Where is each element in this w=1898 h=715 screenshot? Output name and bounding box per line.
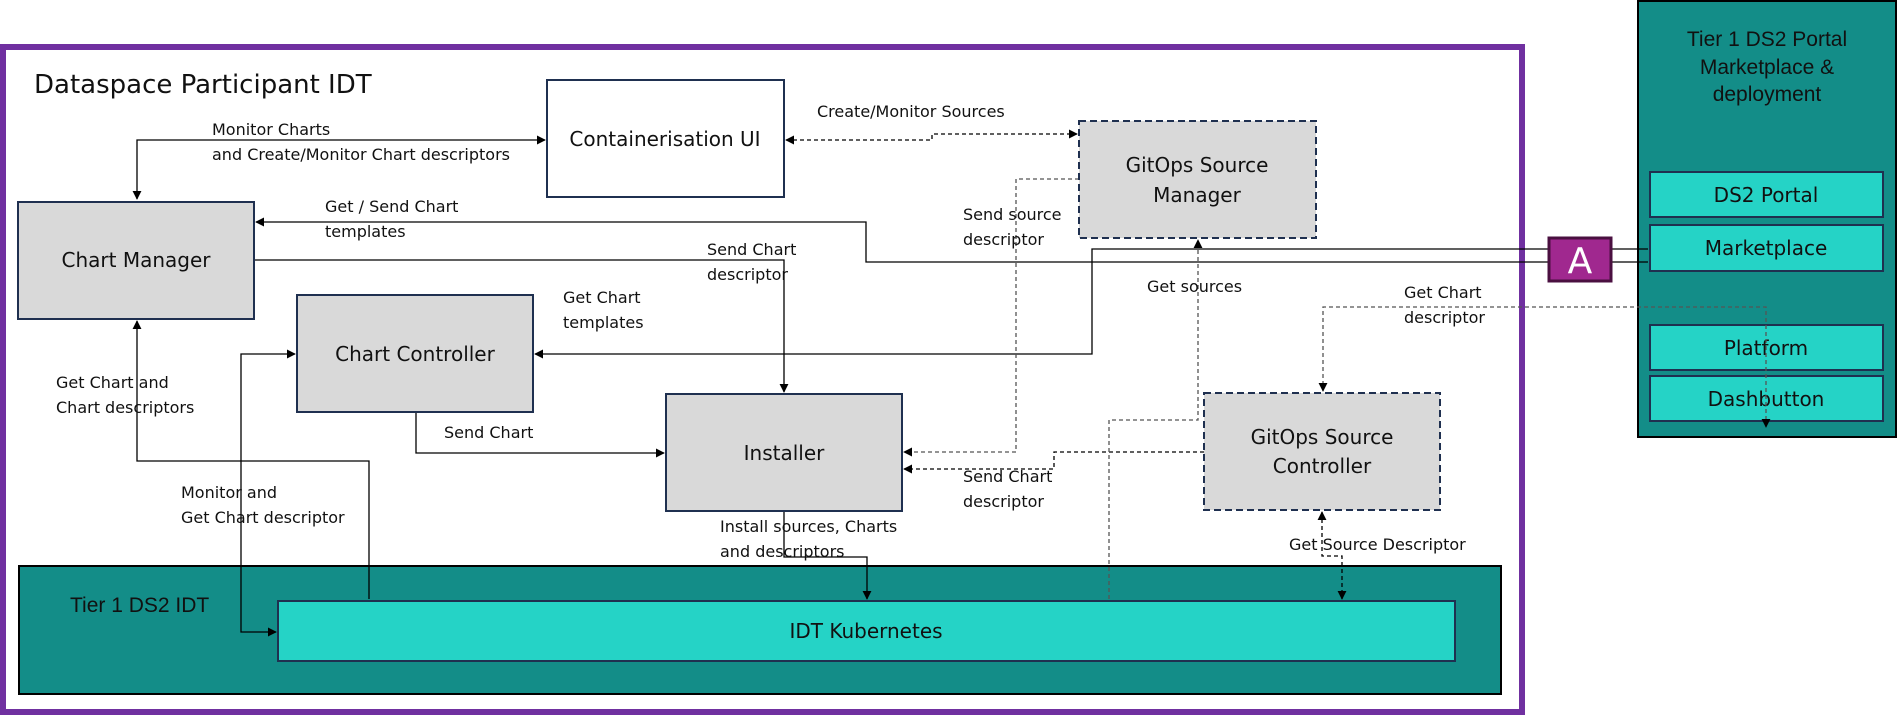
a-marker xyxy=(1547,236,1613,283)
label-get-chart-templates-2: templates xyxy=(563,313,644,332)
portal-title-line3: deployment xyxy=(1713,83,1822,106)
edge-send-chart-descriptor xyxy=(254,259,789,393)
edge-monitor-charts xyxy=(132,135,546,200)
label-get-chart-and-descriptors-2: Chart descriptors xyxy=(56,398,194,417)
label-monitor-get-1: Monitor and xyxy=(181,483,277,502)
gitops-source-manager-label-2: Manager xyxy=(1153,183,1241,207)
gitops-source-controller[interactable] xyxy=(1203,392,1441,511)
a-marker-label: A xyxy=(1568,241,1593,282)
edge-install-sources xyxy=(783,511,872,600)
portal-item-ds2-portal[interactable] xyxy=(1649,171,1884,218)
chart-manager[interactable] xyxy=(17,201,255,320)
containerisation-ui-label: Containerisation UI xyxy=(569,127,760,151)
label-send-chart-descriptor-2: descriptor xyxy=(707,265,788,284)
idt-kubernetes-label: IDT Kubernetes xyxy=(789,619,942,643)
edge-get-send-chart-templates xyxy=(255,217,1648,263)
label-send-source-descriptor-1: Send source xyxy=(963,205,1062,224)
label-get-chart-descriptor-1: Get Chart xyxy=(1404,283,1482,302)
edge-get-chart-descriptor xyxy=(1318,306,1771,428)
edge-create-monitor-sources xyxy=(785,129,1078,145)
participant-frame xyxy=(0,44,1525,715)
label-get-sources: Get sources xyxy=(1147,277,1242,296)
edge-send-chart xyxy=(415,412,665,458)
edge-get-sources xyxy=(1108,239,1203,599)
chart-controller-label: Chart Controller xyxy=(335,342,495,366)
installer-label: Installer xyxy=(744,441,826,465)
edge-send-chart-descriptor-controller xyxy=(903,451,1204,474)
label-monitor-charts-2: and Create/Monitor Chart descriptors xyxy=(212,145,510,164)
label-install-sources-1: Install sources, Charts xyxy=(720,517,897,536)
label-get-source-descriptor: Get Source Descriptor xyxy=(1289,535,1466,554)
portal-title-line1: Tier 1 DS2 Portal xyxy=(1687,28,1847,51)
edge-monitor-get-chart-descriptor xyxy=(240,349,296,637)
gitops-source-manager-label-1: GitOps Source xyxy=(1126,153,1269,177)
frame-title: Dataspace Participant IDT xyxy=(34,70,372,100)
portal-item-marketplace-label: Marketplace xyxy=(1705,236,1828,260)
edge-get-source-descriptor xyxy=(1317,511,1347,600)
edge-send-source-descriptor xyxy=(903,178,1079,457)
label-create-monitor-sources: Create/Monitor Sources xyxy=(817,102,1005,121)
label-get-chart-templates-1: Get Chart xyxy=(563,288,641,307)
gitops-source-controller-label-1: GitOps Source xyxy=(1251,425,1394,449)
label-monitor-charts-1: Monitor Charts xyxy=(212,120,330,139)
label-get-send-templates-1: Get / Send Chart xyxy=(325,197,458,216)
edge-get-chart-and-descriptors xyxy=(132,320,370,599)
label-get-chart-and-descriptors-1: Get Chart and xyxy=(56,373,169,392)
installer[interactable] xyxy=(665,393,903,512)
label-send-chart-descriptor-b1: Send Chart xyxy=(963,467,1052,486)
label-install-sources-2: and descriptors xyxy=(720,542,844,561)
label-send-chart-descriptor-b2: descriptor xyxy=(963,492,1044,511)
label-get-chart-descriptor-2: descriptor xyxy=(1404,308,1485,327)
label-get-send-templates-2: templates xyxy=(325,222,406,241)
portal-item-ds2-portal-label: DS2 Portal xyxy=(1714,183,1819,207)
portal-title-line2: Marketplace & xyxy=(1700,56,1834,79)
edge-get-chart-templates xyxy=(534,248,1648,359)
tier1-idt-label: Tier 1 DS2 IDT xyxy=(70,594,209,617)
chart-manager-label: Chart Manager xyxy=(62,248,212,272)
containerisation-ui[interactable] xyxy=(546,79,785,198)
label-send-source-descriptor-2: descriptor xyxy=(963,230,1044,249)
portal-item-marketplace[interactable] xyxy=(1649,224,1884,272)
label-send-chart: Send Chart xyxy=(444,423,533,442)
idt-kubernetes[interactable] xyxy=(277,600,1456,662)
gitops-source-manager[interactable] xyxy=(1078,120,1317,239)
label-send-chart-descriptor-1: Send Chart xyxy=(707,240,796,259)
gitops-source-controller-label-2: Controller xyxy=(1273,454,1372,478)
label-monitor-get-2: Get Chart descriptor xyxy=(181,508,345,527)
chart-controller[interactable] xyxy=(296,294,534,413)
